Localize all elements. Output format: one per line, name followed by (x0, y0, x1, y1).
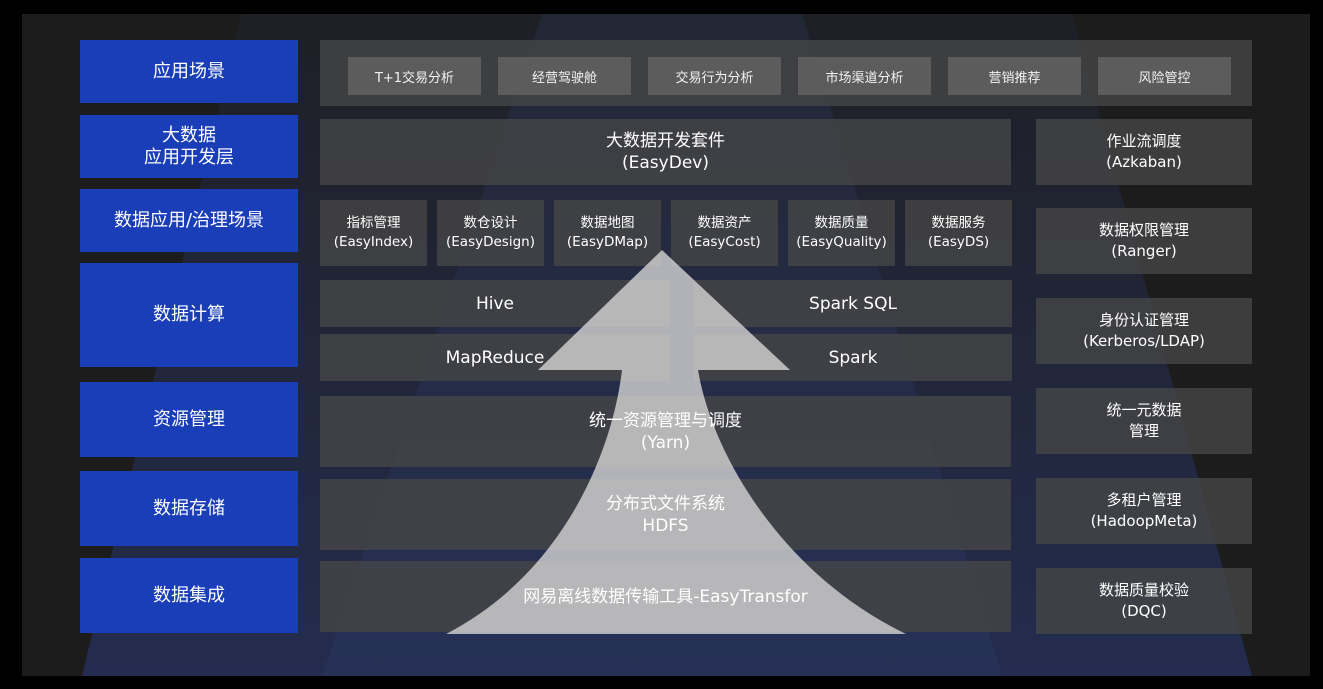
label-app-scene: 应用场景 (80, 40, 298, 103)
side-azkaban: 作业流调度 (Azkaban) (1036, 119, 1252, 185)
compute-mapreduce-label: MapReduce (445, 347, 545, 368)
compute-spark-sql-label: Spark SQL (809, 293, 897, 314)
gov-tool-cost: 数据资产 (EasyCost) (671, 200, 778, 266)
side-kerberos: 身份认证管理 (Kerberos/LDAP) (1036, 298, 1252, 364)
gov-tool-quality: 数据质量 (EasyQuality) (788, 200, 895, 266)
transfer-label: 网易离线数据传输工具-EasyTransfor (523, 586, 808, 607)
scene-item: 交易行为分析 (648, 57, 781, 95)
hdfs-label: 分布式文件系统 HDFS (606, 493, 725, 536)
gov-tool-index: 指标管理 (EasyIndex) (320, 200, 427, 266)
gov-tool-ds: 数据服务 (EasyDS) (905, 200, 1012, 266)
scene-item: T+1交易分析 (348, 57, 481, 95)
compute-spark-label: Spark (828, 347, 878, 368)
compute-spark-block: Spark (694, 334, 1012, 381)
label-data-compute: 数据计算 (80, 263, 298, 367)
scene-item: 市场渠道分析 (798, 57, 931, 95)
side-metadata: 统一元数据 管理 (1036, 388, 1252, 454)
compute-hive-label: Hive (475, 293, 515, 314)
scene-item: 营销推荐 (948, 57, 1081, 95)
architecture-diagram: 应用场景 大数据 应用开发层 数据应用/治理场景 数据计算 资源管理 数据存储 … (22, 14, 1310, 676)
scene-item: 风险管控 (1098, 57, 1231, 95)
label-bigdata-dev: 大数据 应用开发层 (80, 115, 298, 178)
label-data-integration: 数据集成 (80, 558, 298, 633)
compute-hive-block: Hive (320, 280, 670, 327)
label-data-governance: 数据应用/治理场景 (80, 189, 298, 252)
compute-mapreduce-block: MapReduce (320, 334, 670, 381)
compute-spark-sql-block: Spark SQL (694, 280, 1012, 327)
side-ranger: 数据权限管理 (Ranger) (1036, 208, 1252, 274)
label-data-storage: 数据存储 (80, 471, 298, 546)
side-hadoopmeta: 多租户管理 (HadoopMeta) (1036, 478, 1252, 544)
label-resource-mgmt: 资源管理 (80, 382, 298, 457)
side-dqc: 数据质量校验 (DQC) (1036, 568, 1252, 634)
gov-tool-dmap: 数据地图 (EasyDMap) (554, 200, 661, 266)
yarn-label: 统一资源管理与调度 (Yarn) (589, 410, 742, 453)
dev-suite-block: 大数据开发套件 (EasyDev) (320, 119, 1011, 185)
gov-tool-design: 数仓设计 (EasyDesign) (437, 200, 544, 266)
scene-item: 经营驾驶舱 (498, 57, 631, 95)
